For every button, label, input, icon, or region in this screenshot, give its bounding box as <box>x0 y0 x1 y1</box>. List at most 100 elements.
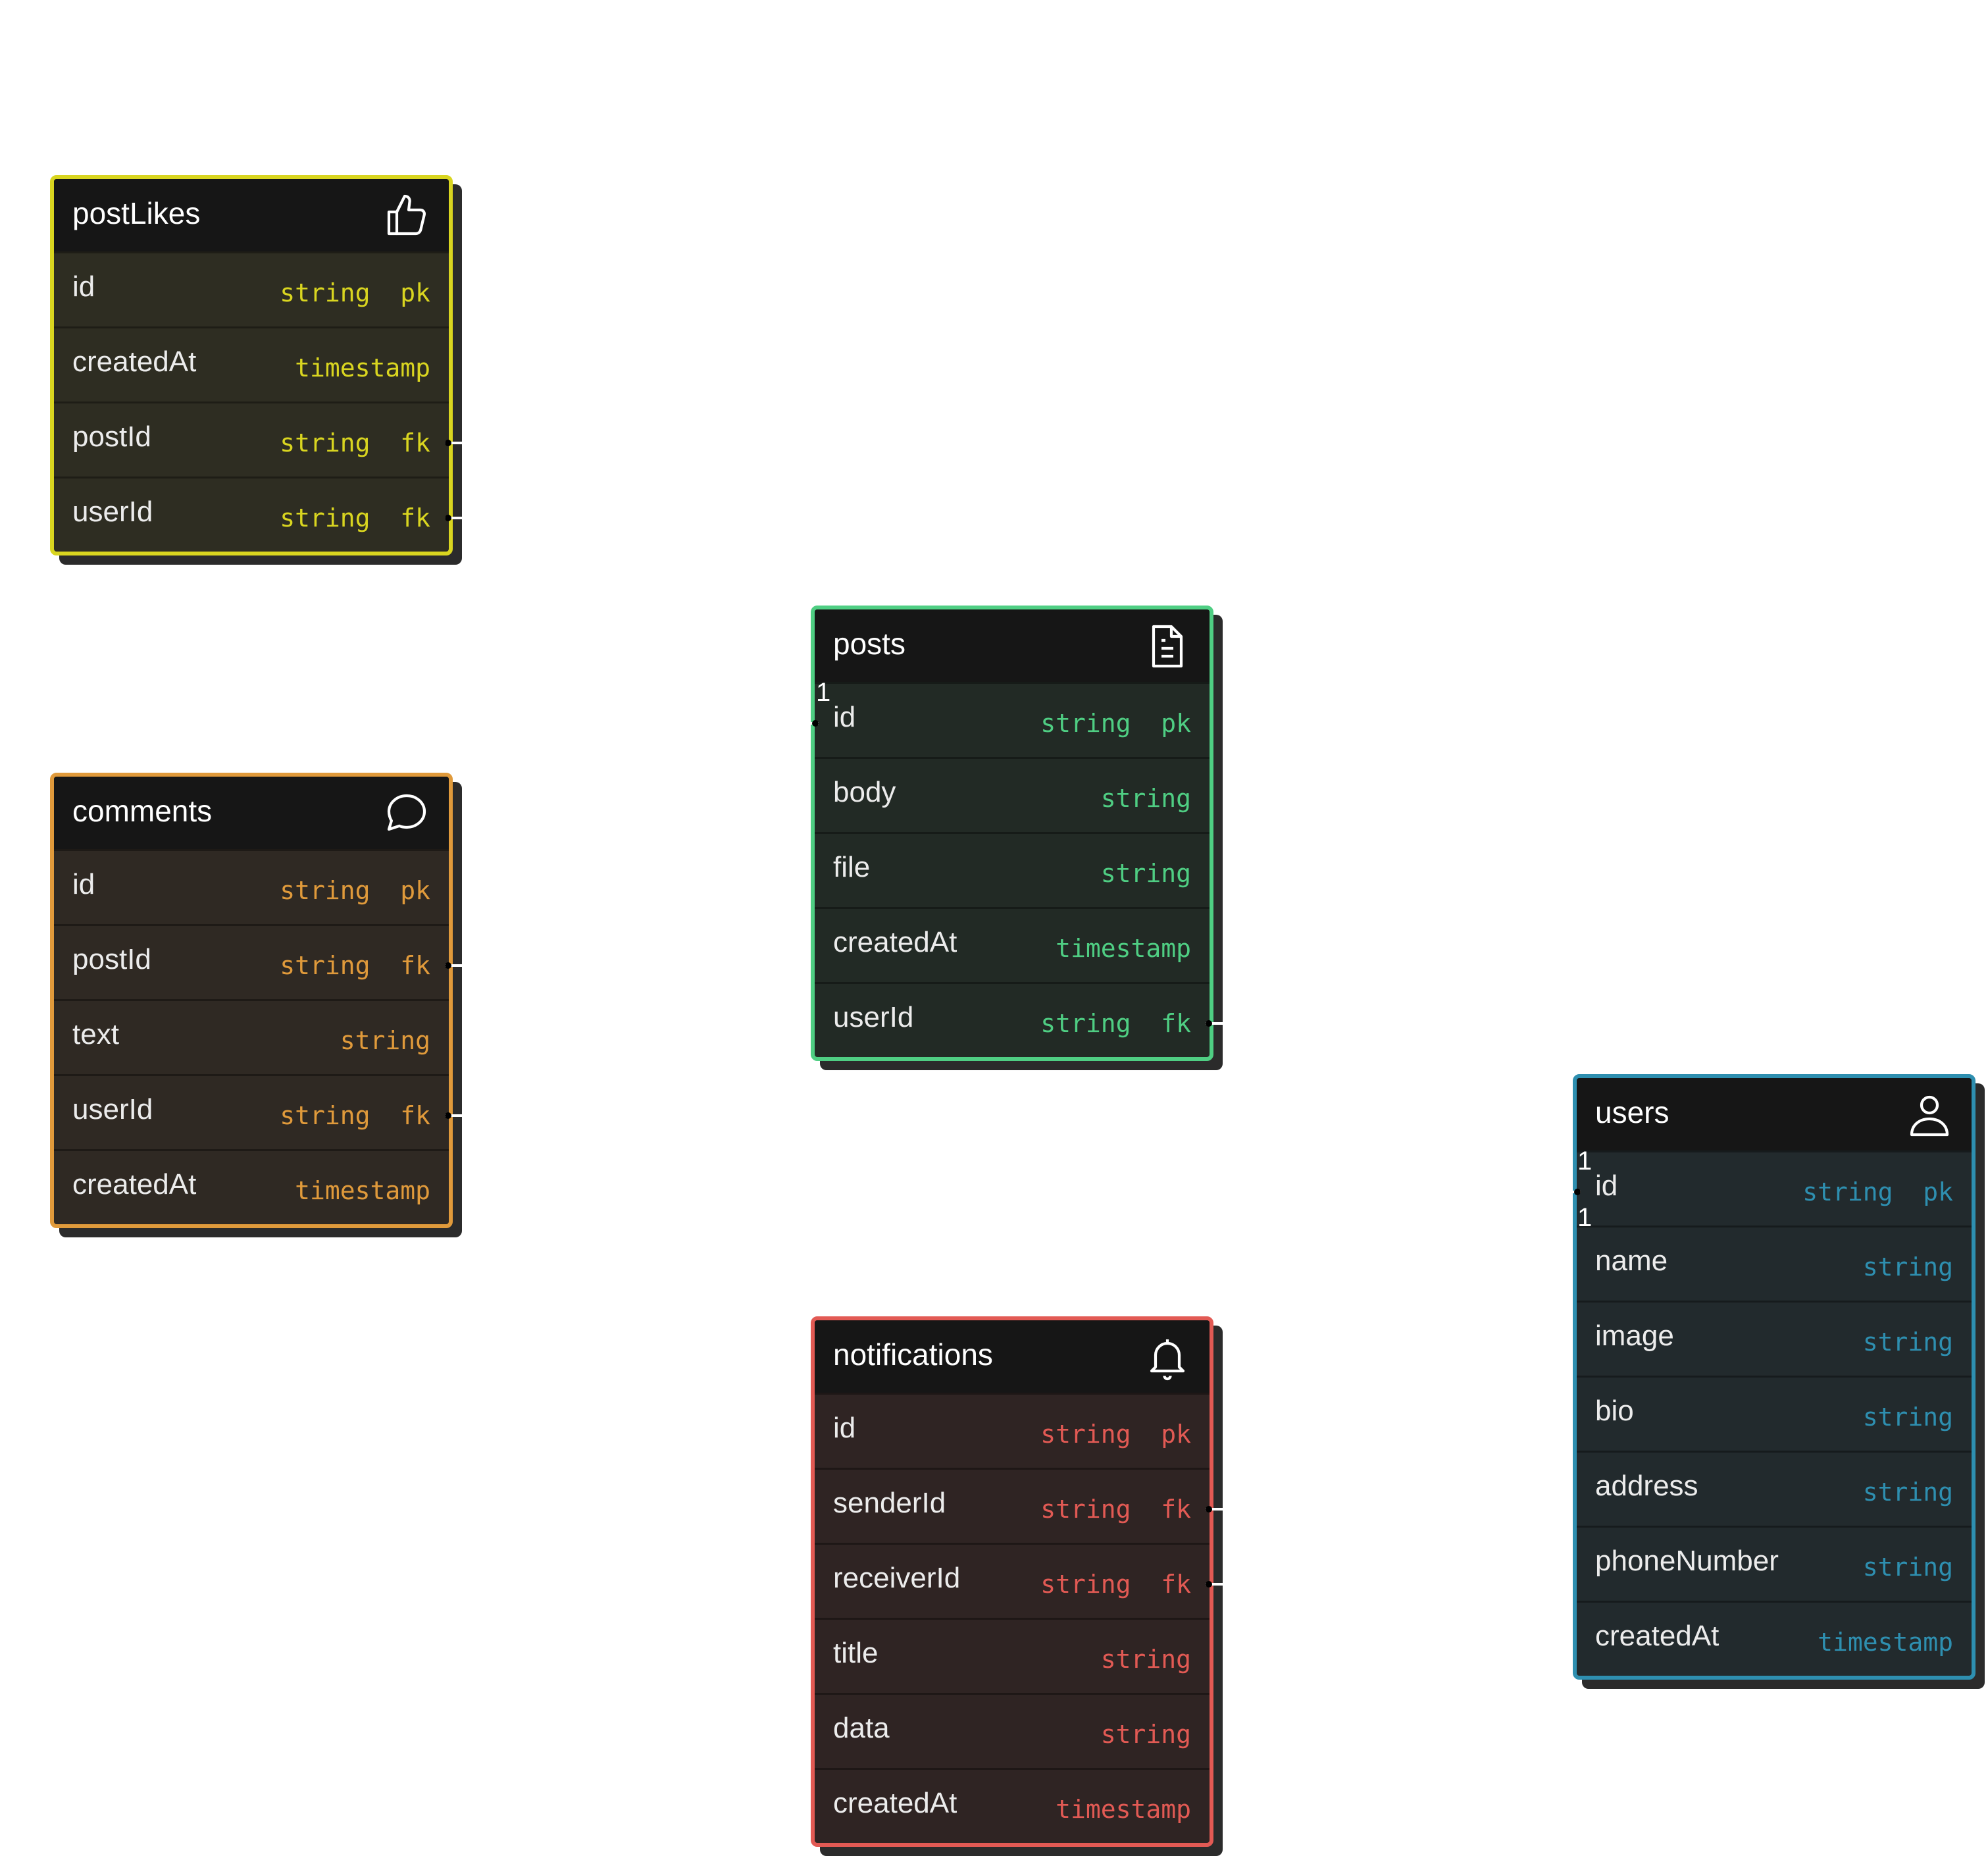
column-type: string fk <box>280 1101 430 1130</box>
relation-connector[interactable] <box>445 439 462 446</box>
relation-connector[interactable] <box>1206 1580 1223 1588</box>
column-type: string pk <box>1802 1177 1953 1206</box>
column-type-label: string <box>1862 1252 1953 1281</box>
relation-connector[interactable] <box>445 1112 462 1119</box>
table-header[interactable]: comments <box>54 777 449 849</box>
table-title: notifications <box>833 1337 993 1372</box>
column-type-label: string <box>1802 1177 1893 1206</box>
cardinality-label-users-id-bottom: 1 <box>1577 1203 1593 1232</box>
column-name: bio <box>1595 1394 1634 1427</box>
relation-connector[interactable] <box>1564 1188 1581 1195</box>
foreign-key-badge: fk <box>1161 1008 1191 1038</box>
relation-connector[interactable] <box>445 962 462 969</box>
column-type: timestamp <box>1056 934 1191 963</box>
connector-handle[interactable] <box>445 962 451 969</box>
column-name: title <box>833 1636 879 1669</box>
primary-key-badge: pk <box>1923 1177 1953 1206</box>
column-name: userId <box>72 1093 153 1125</box>
column-type-label: string <box>1040 1008 1131 1038</box>
foreign-key-badge: fk <box>1161 1569 1191 1599</box>
column-type: string <box>1863 1403 1953 1432</box>
column-type: string <box>1101 859 1191 888</box>
bell-icon <box>1144 1333 1191 1381</box>
table-row[interactable]: bio string <box>1577 1376 1972 1451</box>
column-name: body <box>833 775 896 808</box>
column-name: id <box>72 270 95 303</box>
connector-handle[interactable] <box>445 1112 451 1119</box>
column-type-label: string <box>280 950 370 980</box>
table-row[interactable]: image string <box>1577 1301 1972 1376</box>
table-header[interactable]: postLikes <box>54 179 449 251</box>
column-type-label: string <box>1862 1552 1953 1582</box>
connector-handle[interactable] <box>812 719 819 727</box>
table-row[interactable]: userId string fk <box>54 1074 462 1149</box>
column-type: string pk <box>1040 709 1191 738</box>
primary-key-badge: pk <box>400 278 430 307</box>
connector-handle[interactable] <box>445 514 451 521</box>
relation-connector[interactable] <box>445 514 462 521</box>
primary-key-badge: pk <box>1161 708 1191 738</box>
table-header[interactable]: notifications <box>815 1320 1210 1393</box>
primary-key-badge: pk <box>400 875 430 905</box>
column-type: timestamp <box>1818 1628 1953 1657</box>
column-name: receiverId <box>833 1561 961 1594</box>
connector-handle[interactable] <box>1206 1580 1212 1588</box>
column-type-label: string <box>1862 1327 1953 1356</box>
column-type-label: string <box>1040 1419 1131 1449</box>
foreign-key-badge: fk <box>1161 1494 1191 1524</box>
connector-handle[interactable] <box>1574 1188 1581 1195</box>
column-type-label: timestamp <box>1056 933 1191 963</box>
connector-handle[interactable] <box>445 439 451 446</box>
column-type: string fk <box>1040 1009 1191 1038</box>
table-header[interactable]: posts <box>815 609 1210 682</box>
cardinality-label-users-id-top: 1 <box>1577 1147 1593 1175</box>
column-name: senderId <box>833 1486 946 1519</box>
column-type: string <box>1863 1253 1953 1281</box>
column-name: postId <box>72 420 151 453</box>
column-type: string fk <box>280 428 430 457</box>
table-header[interactable]: users <box>1577 1078 1972 1150</box>
column-name: createdAt <box>833 1786 957 1819</box>
connector-handle[interactable] <box>1206 1020 1212 1027</box>
connector-handle[interactable] <box>1206 1505 1212 1512</box>
column-type: string pk <box>280 876 430 905</box>
table-row[interactable]: name string <box>1577 1226 1972 1301</box>
column-name: image <box>1595 1319 1674 1352</box>
relation-connector[interactable] <box>1206 1020 1223 1027</box>
foreign-key-badge: fk <box>400 428 430 457</box>
column-type: string <box>1863 1478 1953 1507</box>
relation-connector[interactable] <box>1206 1505 1223 1512</box>
column-type: string <box>1101 1720 1191 1749</box>
table-row[interactable]: postId string fk <box>54 401 462 477</box>
document-icon <box>1144 623 1191 670</box>
column-name: name <box>1595 1244 1668 1277</box>
relation-connector[interactable] <box>802 719 819 727</box>
